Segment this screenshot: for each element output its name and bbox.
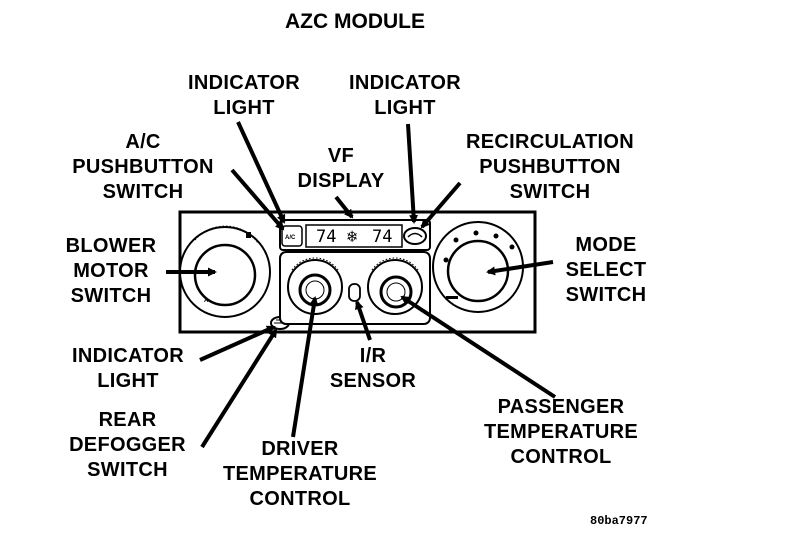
- arrow-ac-pushbutton: [230, 168, 285, 231]
- driver-temp-knob-cap: [305, 280, 325, 300]
- mode-auto-mark: [446, 296, 458, 299]
- arrow-rear-defogger: [200, 328, 278, 449]
- arrow-driver-temp: [291, 296, 319, 438]
- arrow-indicator-right: [406, 123, 419, 224]
- arrow-indicator-lower: [199, 325, 276, 362]
- vf-display-window: [305, 224, 403, 248]
- blower-knob: [193, 243, 257, 307]
- ac-button: [281, 225, 303, 247]
- blower-off-glyph: A: [204, 298, 209, 304]
- callout-arrows: [166, 121, 557, 449]
- blower-scale: [194, 225, 259, 244]
- mode-icon-3: [473, 230, 479, 236]
- arrow-passenger-temp: [400, 295, 557, 399]
- fan-glyph: ❄: [347, 227, 358, 247]
- arrow-vf-display: [334, 195, 354, 219]
- arrow-ir-sensor: [355, 300, 372, 341]
- mode-knob: [446, 239, 510, 303]
- arrow-mode-select: [486, 260, 554, 276]
- ac-button-text: A/C: [285, 235, 296, 241]
- blower-scale-mark: [246, 232, 251, 238]
- mode-icon-5: [509, 244, 515, 250]
- figure-reference-code: 80ba7977: [590, 514, 648, 528]
- arrow-recirculation: [420, 181, 462, 229]
- mode-icon-4: [493, 233, 499, 239]
- recirc-button: [403, 227, 427, 245]
- mode-icon-1: [443, 257, 449, 263]
- diagram-title: AZC MODULE: [285, 10, 425, 33]
- ir-sensor: [348, 283, 361, 302]
- right-temp-readout: 74: [372, 227, 392, 247]
- mode-icon-2: [453, 237, 459, 243]
- arrow-indicator-left: [236, 121, 286, 224]
- recirc-icon: [407, 232, 423, 238]
- left-temp-readout: 74: [316, 227, 336, 247]
